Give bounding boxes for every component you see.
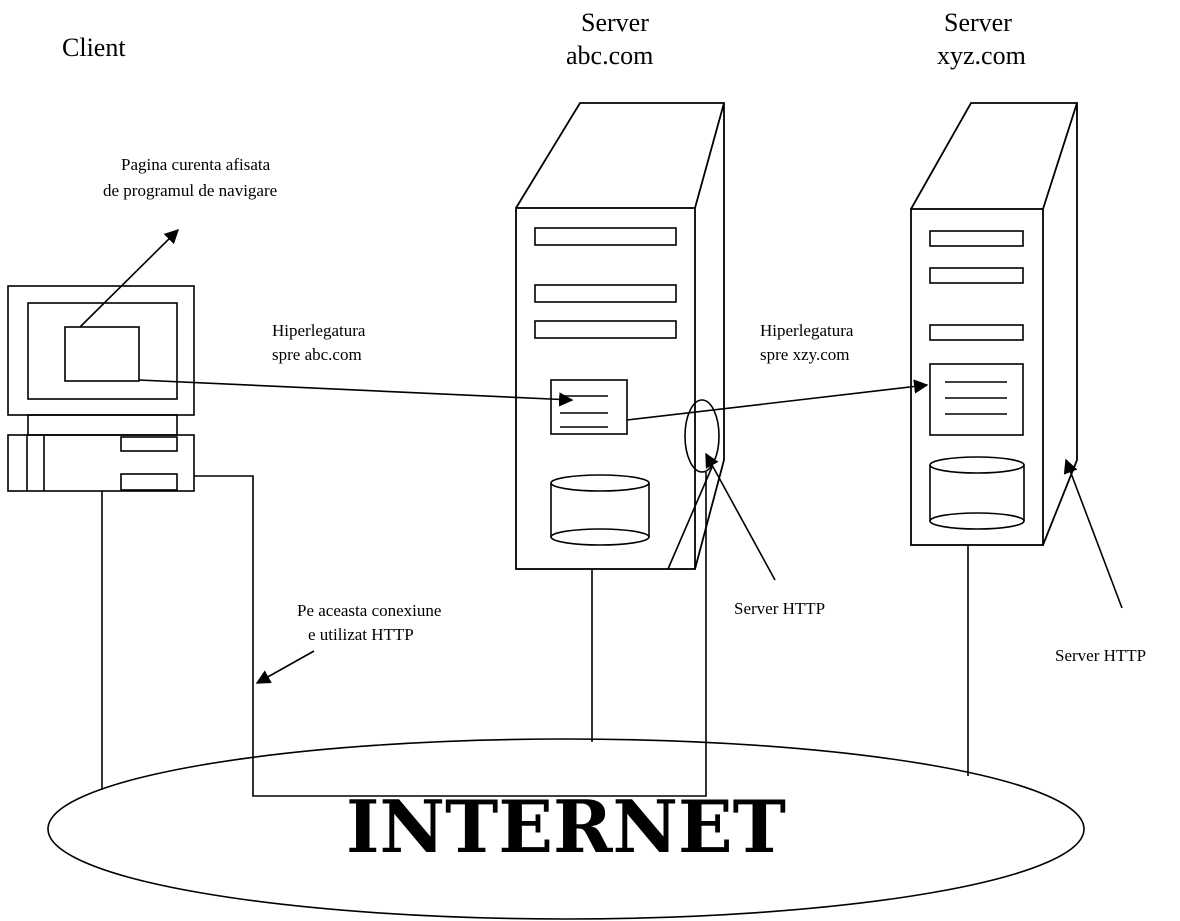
server-xyz-title-line1: Server (944, 8, 1012, 37)
monitor-stand (27, 414, 178, 436)
server-tower-icon (910, 102, 1078, 546)
server-xyz-title-line2: xyz.com (937, 41, 1026, 70)
current-page-arrow (79, 228, 180, 328)
internet-ellipse (47, 738, 1085, 920)
drive-bay (120, 436, 178, 452)
connection-label-line1: Pe aceasta conexiune (297, 601, 441, 620)
web-page-icon (929, 363, 1024, 436)
http-server-xyz-label: Server HTTP (1055, 646, 1146, 665)
http-server-marker (684, 399, 720, 473)
database-cylinder-icon (550, 474, 650, 546)
drive-bay (120, 473, 178, 491)
annotation-arrows (79, 228, 1123, 684)
server-abc-front (515, 207, 696, 570)
monitor-screen (27, 302, 178, 400)
network-connections (101, 472, 969, 797)
database-cylinder-icon (929, 456, 1025, 530)
internet-cloud: INTERNET (47, 738, 1085, 920)
web-page-icon (550, 379, 628, 435)
hyperlink-abc-label-line2: spre abc.com (272, 345, 362, 364)
client-title: Client (62, 33, 126, 62)
hyperlink-xyz-label-line2: spre xzy.com (760, 345, 850, 364)
client-computer-icon (7, 285, 195, 492)
http-server-abc-label: Server HTTP (734, 599, 825, 618)
hyperlink-abc-arrow (138, 379, 574, 407)
connection-arrow (255, 650, 315, 684)
hyperlink-xyz-label-line1: Hiperlegatura (760, 321, 854, 340)
hyperlink-xyz-arrow (626, 379, 929, 421)
current-page-label-line2: de programul de navigare (103, 181, 277, 200)
http-xyz-arrow (1063, 458, 1123, 609)
hyperlink-abc-label-line1: Hiperlegatura (272, 321, 366, 340)
current-page-label-line1: Pagina curenta afisata (121, 155, 271, 174)
computer-case (7, 434, 195, 492)
connection-label-line2: e utilizat HTTP (308, 625, 414, 644)
internet-label: INTERNET (346, 784, 786, 869)
server-tower-icon (515, 102, 725, 570)
web-page-icon (64, 326, 140, 382)
server-abc-title-line2: abc.com (566, 41, 653, 70)
server-abc-title-line1: Server (581, 8, 649, 37)
server-xyz-front (910, 208, 1044, 546)
http-abc-arrow (705, 452, 776, 581)
